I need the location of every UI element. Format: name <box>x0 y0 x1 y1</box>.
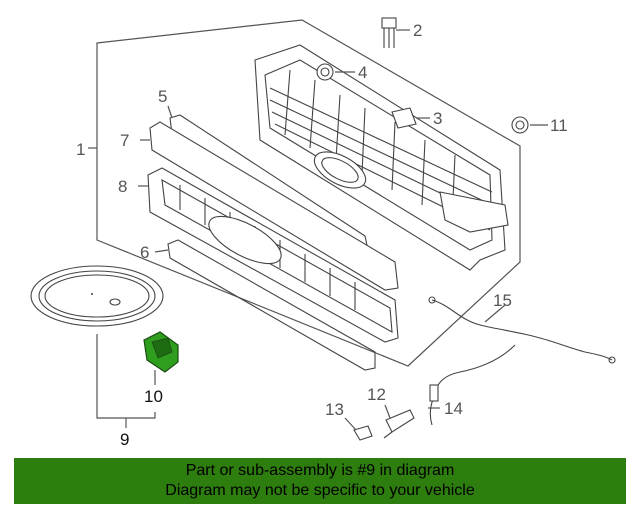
banner-line-2: Diagram may not be specific to your vehi… <box>165 482 475 499</box>
info-banner: Part or sub-assembly is #9 in diagram Di… <box>14 458 626 504</box>
callout-6: 6 <box>140 243 149 262</box>
callout-15: 15 <box>493 291 512 310</box>
callout-5: 5 <box>158 87 167 106</box>
assembly-outline <box>96 19 521 367</box>
grille-piece-7 <box>149 121 399 291</box>
leader-lines <box>88 29 548 431</box>
callout-4: 4 <box>358 63 367 82</box>
callout-10: 10 <box>144 387 163 406</box>
upper-grille <box>254 44 509 271</box>
clip-13 <box>353 425 373 441</box>
callout-11: 11 <box>550 116 568 135</box>
callout-13: 13 <box>325 400 344 419</box>
clip-3 <box>391 107 417 129</box>
callout-8: 8 <box>118 177 127 196</box>
emblem-9 <box>30 265 164 327</box>
bolt-2 <box>381 17 397 48</box>
callout-1: 1 <box>76 140 85 159</box>
callout-2: 2 <box>413 21 422 40</box>
grille-bar-6 <box>167 239 376 371</box>
nut-4 <box>316 63 334 81</box>
callout-3: 3 <box>433 109 442 128</box>
grille-8 <box>147 167 399 343</box>
banner-line-1: Part or sub-assembly is #9 in diagram <box>185 462 455 479</box>
harness-15 <box>431 299 613 361</box>
camera-bracket-10 <box>143 331 179 373</box>
callout-14: 14 <box>444 399 463 418</box>
callout-12: 12 <box>367 385 386 404</box>
sensor-12 <box>383 409 415 439</box>
nut-11 <box>511 116 529 134</box>
harness-14 <box>429 344 516 426</box>
parts-diagram: 1 2 3 4 5 6 7 8 9 10 11 12 13 14 15 <box>30 17 616 449</box>
callout-9: 9 <box>120 430 129 449</box>
callout-7: 7 <box>120 131 129 150</box>
